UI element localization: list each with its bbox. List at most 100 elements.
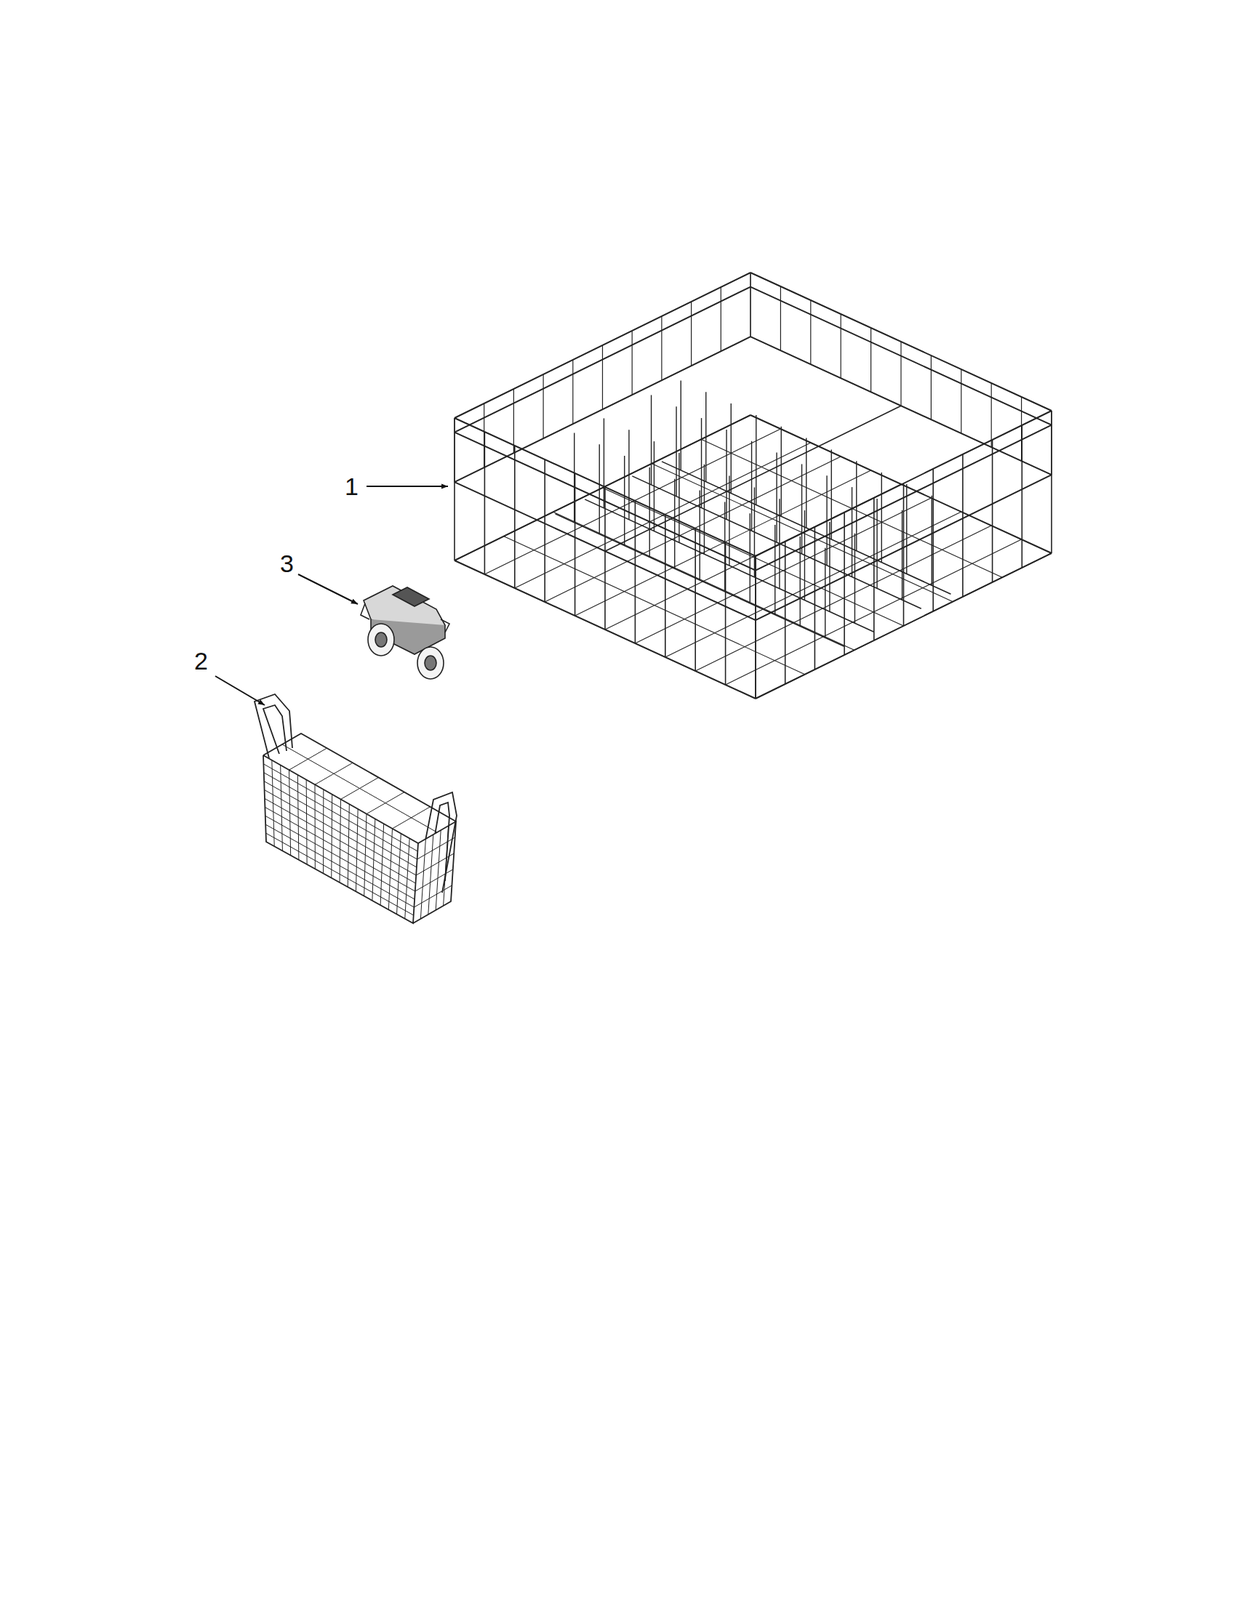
rack-wire xyxy=(628,429,630,520)
rack-wire xyxy=(755,415,757,505)
rack-wire xyxy=(870,327,872,392)
rack-wire xyxy=(932,469,934,612)
rack-wire xyxy=(873,498,875,641)
rack-wire xyxy=(750,287,1052,426)
rack-wire xyxy=(780,286,782,351)
rack-wire xyxy=(881,472,883,563)
rack-wire xyxy=(602,345,603,410)
callout-number: 2 xyxy=(194,648,208,674)
rack-wire xyxy=(675,406,677,496)
leader-arrow xyxy=(366,485,448,488)
rack-wire xyxy=(855,461,857,551)
rack-wire xyxy=(962,454,964,598)
rack-wire xyxy=(649,467,651,558)
leader-lines xyxy=(215,486,448,706)
rack-wire xyxy=(960,369,962,434)
rack-wire xyxy=(542,374,544,439)
basket-mesh xyxy=(264,799,416,885)
rack-wire xyxy=(810,300,811,365)
rack-wire xyxy=(623,455,625,546)
basket-frame xyxy=(425,792,457,894)
basket-frame xyxy=(413,821,456,924)
dish-rack xyxy=(454,272,1052,699)
rack-wire xyxy=(1021,397,1022,462)
basket-mesh xyxy=(428,834,434,915)
rack-wire xyxy=(1050,410,1053,554)
rack-wire xyxy=(826,475,827,566)
rack-wire xyxy=(799,536,801,627)
rack-wire xyxy=(749,272,751,337)
rack-wire xyxy=(705,391,707,482)
leader-arrow xyxy=(298,574,358,605)
rack-wire xyxy=(903,483,905,627)
rack-wire xyxy=(900,341,902,406)
rack-wire xyxy=(991,439,994,583)
basket-mesh xyxy=(266,833,414,916)
rack-wire xyxy=(931,495,933,586)
rack-wire xyxy=(674,479,675,569)
rack-wire xyxy=(730,403,732,494)
rack-wire xyxy=(851,487,853,577)
rack-wire xyxy=(603,418,605,508)
rack-wire xyxy=(901,510,903,600)
basket-mesh xyxy=(282,744,438,833)
rack-wire xyxy=(454,336,751,483)
basket-frame xyxy=(254,694,293,759)
basket-mesh xyxy=(265,824,414,908)
rack-wire xyxy=(503,536,806,675)
rack-wire xyxy=(453,418,455,483)
rack-wire xyxy=(781,426,782,517)
basket-frame xyxy=(263,705,287,755)
rack-wire xyxy=(840,314,842,379)
rack-wire xyxy=(483,403,485,468)
rack-wire xyxy=(751,441,752,531)
rack-wire xyxy=(573,432,575,523)
rack-wire xyxy=(514,445,516,589)
rack-wire xyxy=(720,287,722,352)
rack-roller xyxy=(360,586,450,680)
rack-wire xyxy=(831,449,832,539)
rack-wire xyxy=(749,513,751,603)
rack-wire xyxy=(784,541,787,685)
basket-frame xyxy=(263,755,419,924)
rack-wire xyxy=(650,394,652,485)
rack-wire xyxy=(543,459,546,603)
rack-wire xyxy=(701,439,1003,578)
rack-wire xyxy=(599,444,600,534)
rack-wire xyxy=(513,389,515,454)
silverware-basket xyxy=(254,694,457,924)
rack-wire xyxy=(724,501,726,592)
rack-wire xyxy=(690,301,692,366)
rack-wire xyxy=(701,418,702,508)
callout-number: 3 xyxy=(279,551,294,576)
basket-mesh xyxy=(435,830,441,911)
rack-wire xyxy=(774,525,776,615)
rack-wire xyxy=(661,316,662,381)
rack-wire xyxy=(843,512,846,656)
rack-wire xyxy=(605,405,902,552)
rack-wire xyxy=(814,527,816,670)
basket-mesh xyxy=(420,839,426,920)
rack-wire xyxy=(801,463,803,554)
basket-mesh xyxy=(264,790,417,876)
basket-mesh xyxy=(263,781,417,868)
rack-wire xyxy=(553,511,855,651)
rack-wire xyxy=(1050,410,1052,475)
rack-wire xyxy=(749,272,751,337)
rack-wire xyxy=(631,330,633,395)
callout-number: 1 xyxy=(344,474,359,499)
basket-mesh xyxy=(264,807,415,892)
rack-wire xyxy=(930,355,932,420)
rack-wire xyxy=(824,548,826,638)
rack-wire xyxy=(651,463,953,603)
rack-wire xyxy=(876,498,878,589)
rack-wire xyxy=(680,380,682,470)
rack-wire xyxy=(906,484,907,574)
rack-wire xyxy=(991,383,992,448)
basket-frame xyxy=(434,802,450,882)
rack-wire xyxy=(750,272,1052,411)
basket-mesh xyxy=(263,764,418,852)
rack-wire xyxy=(453,418,456,561)
rack-wire xyxy=(725,429,727,520)
